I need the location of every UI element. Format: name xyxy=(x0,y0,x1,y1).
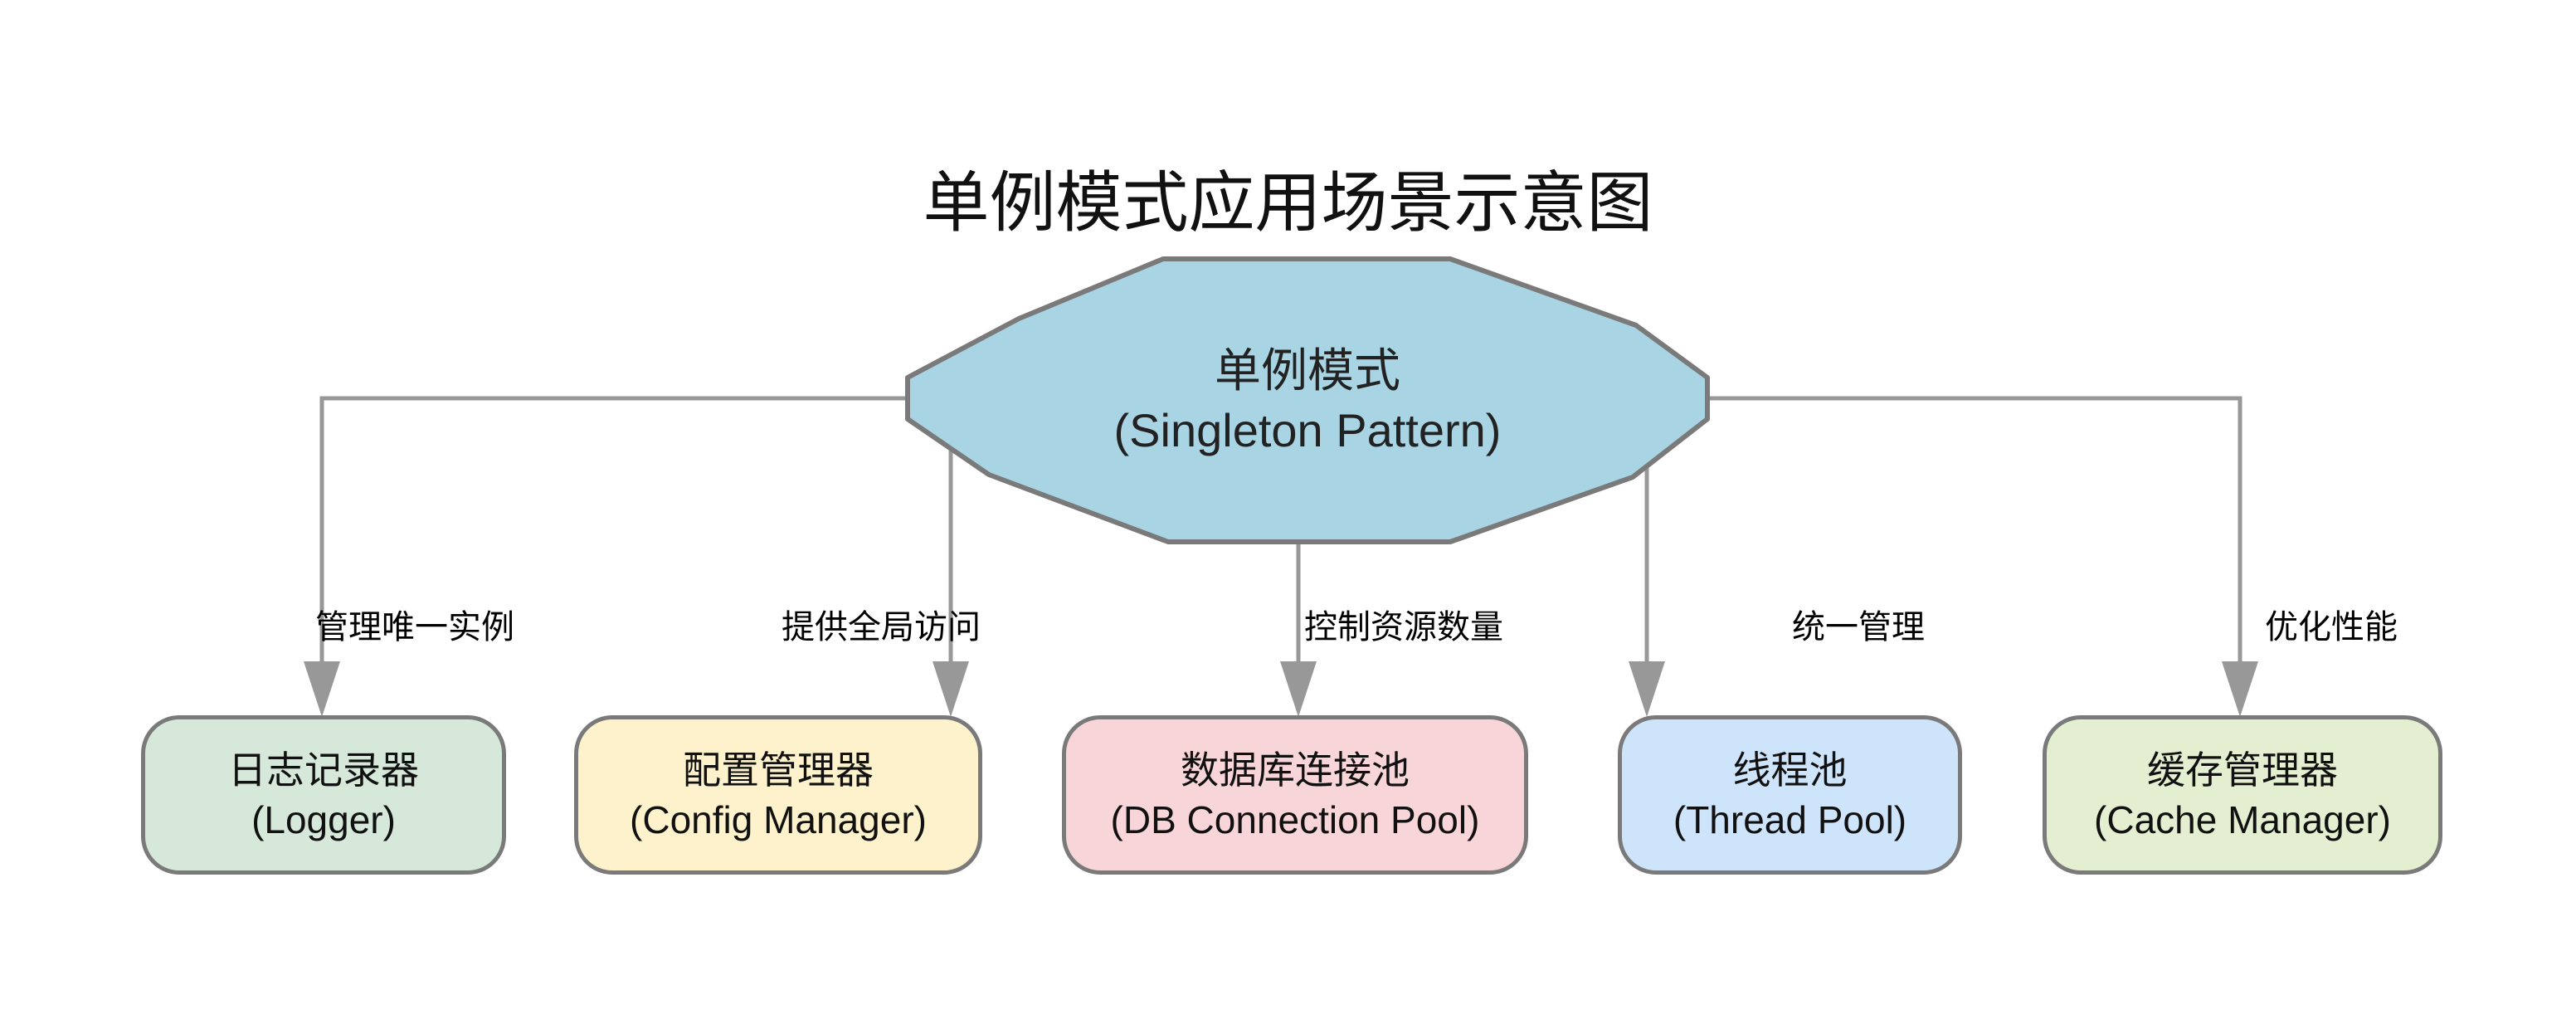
arrow-down-icon xyxy=(2222,661,2258,717)
node-logger-name-zh: 日志记录器 xyxy=(228,748,419,792)
edge-label-manage-unique-instance: 管理唯一实例 xyxy=(315,609,514,646)
node-config-manager: 配置管理器 (Config Manager) xyxy=(574,715,982,875)
node-db-connection-pool-name-en: (DB Connection Pool) xyxy=(1110,798,1480,841)
node-thread-pool: 线程池 (Thread Pool) xyxy=(1618,715,1962,875)
edge-label-control-resources: 控制资源数量 xyxy=(1304,609,1503,646)
node-db-connection-pool-name-zh: 数据库连接池 xyxy=(1181,748,1410,792)
edge-label-optimize-performance: 优化性能 xyxy=(2265,609,2398,646)
node-cache-manager-name-en: (Cache Manager) xyxy=(2094,798,2391,841)
node-config-manager-name-en: (Config Manager) xyxy=(630,798,927,841)
node-logger-name-en: (Logger) xyxy=(251,798,396,841)
singleton-octagon-shape xyxy=(905,256,1710,544)
node-logger: 日志记录器 (Logger) xyxy=(141,715,506,875)
edge-label-provide-global-access: 提供全局访问 xyxy=(782,609,981,646)
edge-line-logger xyxy=(319,396,908,664)
node-db-connection-pool: 数据库连接池 (DB Connection Pool) xyxy=(1062,715,1528,875)
node-config-manager-name-zh: 配置管理器 xyxy=(683,748,874,792)
arrow-down-icon xyxy=(1280,661,1317,717)
arrow-down-icon xyxy=(1629,661,1665,717)
node-thread-pool-name-zh: 线程池 xyxy=(1732,748,1848,792)
edge-line-cache xyxy=(1706,396,2242,664)
edge-label-unified-management: 统一管理 xyxy=(1792,609,1925,646)
arrow-down-icon xyxy=(933,661,969,717)
arrowheads xyxy=(304,661,2258,717)
arrow-down-icon xyxy=(304,661,340,717)
node-thread-pool-name-en: (Thread Pool) xyxy=(1673,798,1907,841)
node-cache-manager: 缓存管理器 (Cache Manager) xyxy=(2043,715,2442,875)
diagram-title: 单例模式应用场景示意图 xyxy=(923,166,1653,240)
node-cache-manager-name-zh: 缓存管理器 xyxy=(2147,748,2338,792)
